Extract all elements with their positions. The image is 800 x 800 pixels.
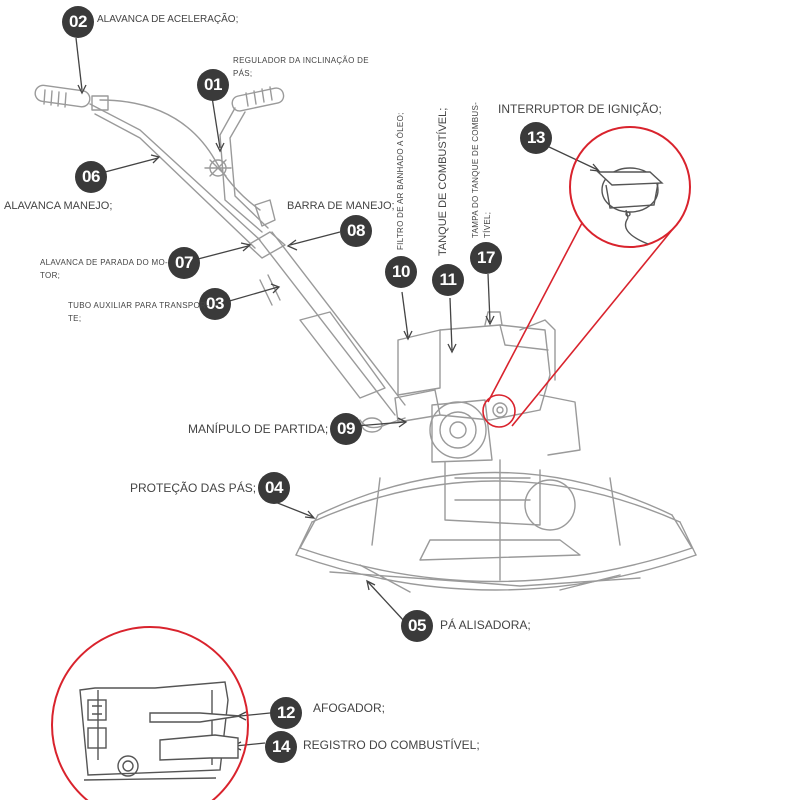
label-13: INTERRUPTOR DE IGNIÇÃO; [498,102,662,116]
label-08: BARRA DE MANEJO; [287,200,395,212]
label-06: ALAVANCA MANEJO; [4,200,113,212]
label-03-line2: TE; [68,314,82,323]
label-05: PÁ ALISADORA; [440,618,531,632]
label-09: MANÍPULO DE PARTIDA; [188,422,329,436]
label-02: ALAVANCA DE ACELERAÇÃO; [97,14,239,25]
ignition-switch-zoom [482,126,691,428]
callout-badge-11: 11 [432,264,464,296]
stop-lever [247,231,286,259]
label-11: TANQUE DE COMBUSTÍVEL; [437,107,449,256]
engine [394,311,581,463]
right-handle-bar [219,107,269,233]
label-07-line2: TOR; [40,271,61,280]
steering-bar [257,231,406,416]
callout-badge-02: 02 [62,6,94,38]
callout-badge-13: 13 [520,122,552,154]
label-01-line2: PÁS; [233,69,253,78]
callout-badge-08: 08 [340,215,372,247]
callout-badge-17: 17 [470,242,502,274]
choke-fuel-valve-zoom [51,626,249,800]
pull-start-handle [359,417,406,429]
label-03-line1: TUBO AUXILIAR PARA TRANSPOR- [68,301,210,310]
label-07-line1: ALAVANCA DE PARADA DO MO- [40,258,168,267]
label-14: REGISTRO DO COMBUSTÍVEL; [303,738,480,752]
left-handle-bar [89,103,261,249]
label-17-line1: TAMPA DO TANQUE DE COMBUS- [471,101,480,238]
callout-badge-12: 12 [270,697,302,729]
label-04: PROTEÇÃO DAS PÁS; [130,481,257,495]
callout-badge-09: 09 [330,413,362,445]
label-10: FILTRO DE AR BANHADO A ÓLEO; [396,112,405,250]
throttle-cable [99,99,261,211]
callout-badge-05: 05 [401,610,433,642]
callout-badge-10: 10 [385,256,417,288]
trowel-blades [329,564,641,593]
left-handle-grip [34,84,91,108]
label-12: AFOGADOR; [313,701,386,715]
callout-badge-07: 07 [168,247,200,279]
callout-badge-14: 14 [265,731,297,763]
blade-guard-ring [295,459,697,591]
callout-badge-04: 04 [258,472,290,504]
callout-badge-06: 06 [75,161,107,193]
label-17-line2: TÍVEL; [483,211,492,238]
callout-badge-03: 03 [199,288,231,320]
label-01-line1: REGULADOR DA INCLINAÇÃO DE [233,56,369,65]
right-handle-grip [231,86,285,112]
tilt-regulator-knob [204,159,232,177]
callout-badge-01: 01 [197,69,229,101]
